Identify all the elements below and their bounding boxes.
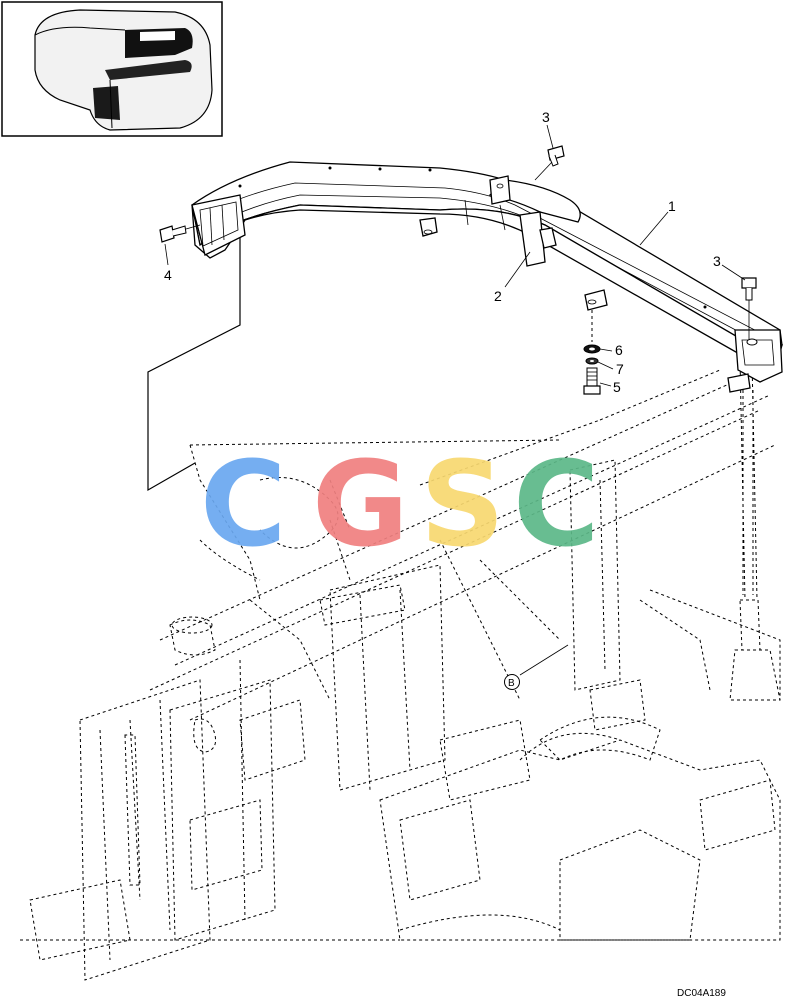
bolt-4 (159, 224, 201, 243)
bolt-3-top (534, 145, 565, 181)
watermark-letter-3: S (420, 435, 505, 573)
bolt-5 (583, 310, 601, 395)
bolt-3-right (741, 277, 757, 595)
callout-5: 5 (613, 379, 621, 395)
washer-7 (585, 357, 599, 365)
machine-frame-dashed (20, 359, 781, 981)
callout-3-right: 3 (713, 253, 721, 269)
drawing-code: DC04A189 (677, 988, 726, 999)
hood-rail-assembly (191, 161, 783, 393)
callout-7: 7 (616, 361, 624, 377)
leader-outline (147, 210, 241, 492)
callout-4: 4 (164, 267, 172, 283)
watermark-letter-4: C (513, 435, 600, 573)
inset-thumbnail (1, 1, 223, 137)
callout-leaders (164, 124, 746, 676)
watermark: C G S C (200, 435, 600, 573)
detail-marker-label: B (508, 678, 515, 689)
callouts: 1 2 3 3 4 5 6 7 (164, 109, 721, 395)
watermark-letter-1: C (200, 435, 287, 573)
callout-3-top: 3 (542, 109, 550, 125)
callout-2: 2 (494, 288, 502, 304)
watermark-letter-2: G (312, 435, 409, 573)
callout-6: 6 (615, 342, 623, 358)
washer-6 (583, 344, 601, 354)
callout-1: 1 (668, 198, 676, 214)
detail-marker-b: B (504, 674, 520, 690)
